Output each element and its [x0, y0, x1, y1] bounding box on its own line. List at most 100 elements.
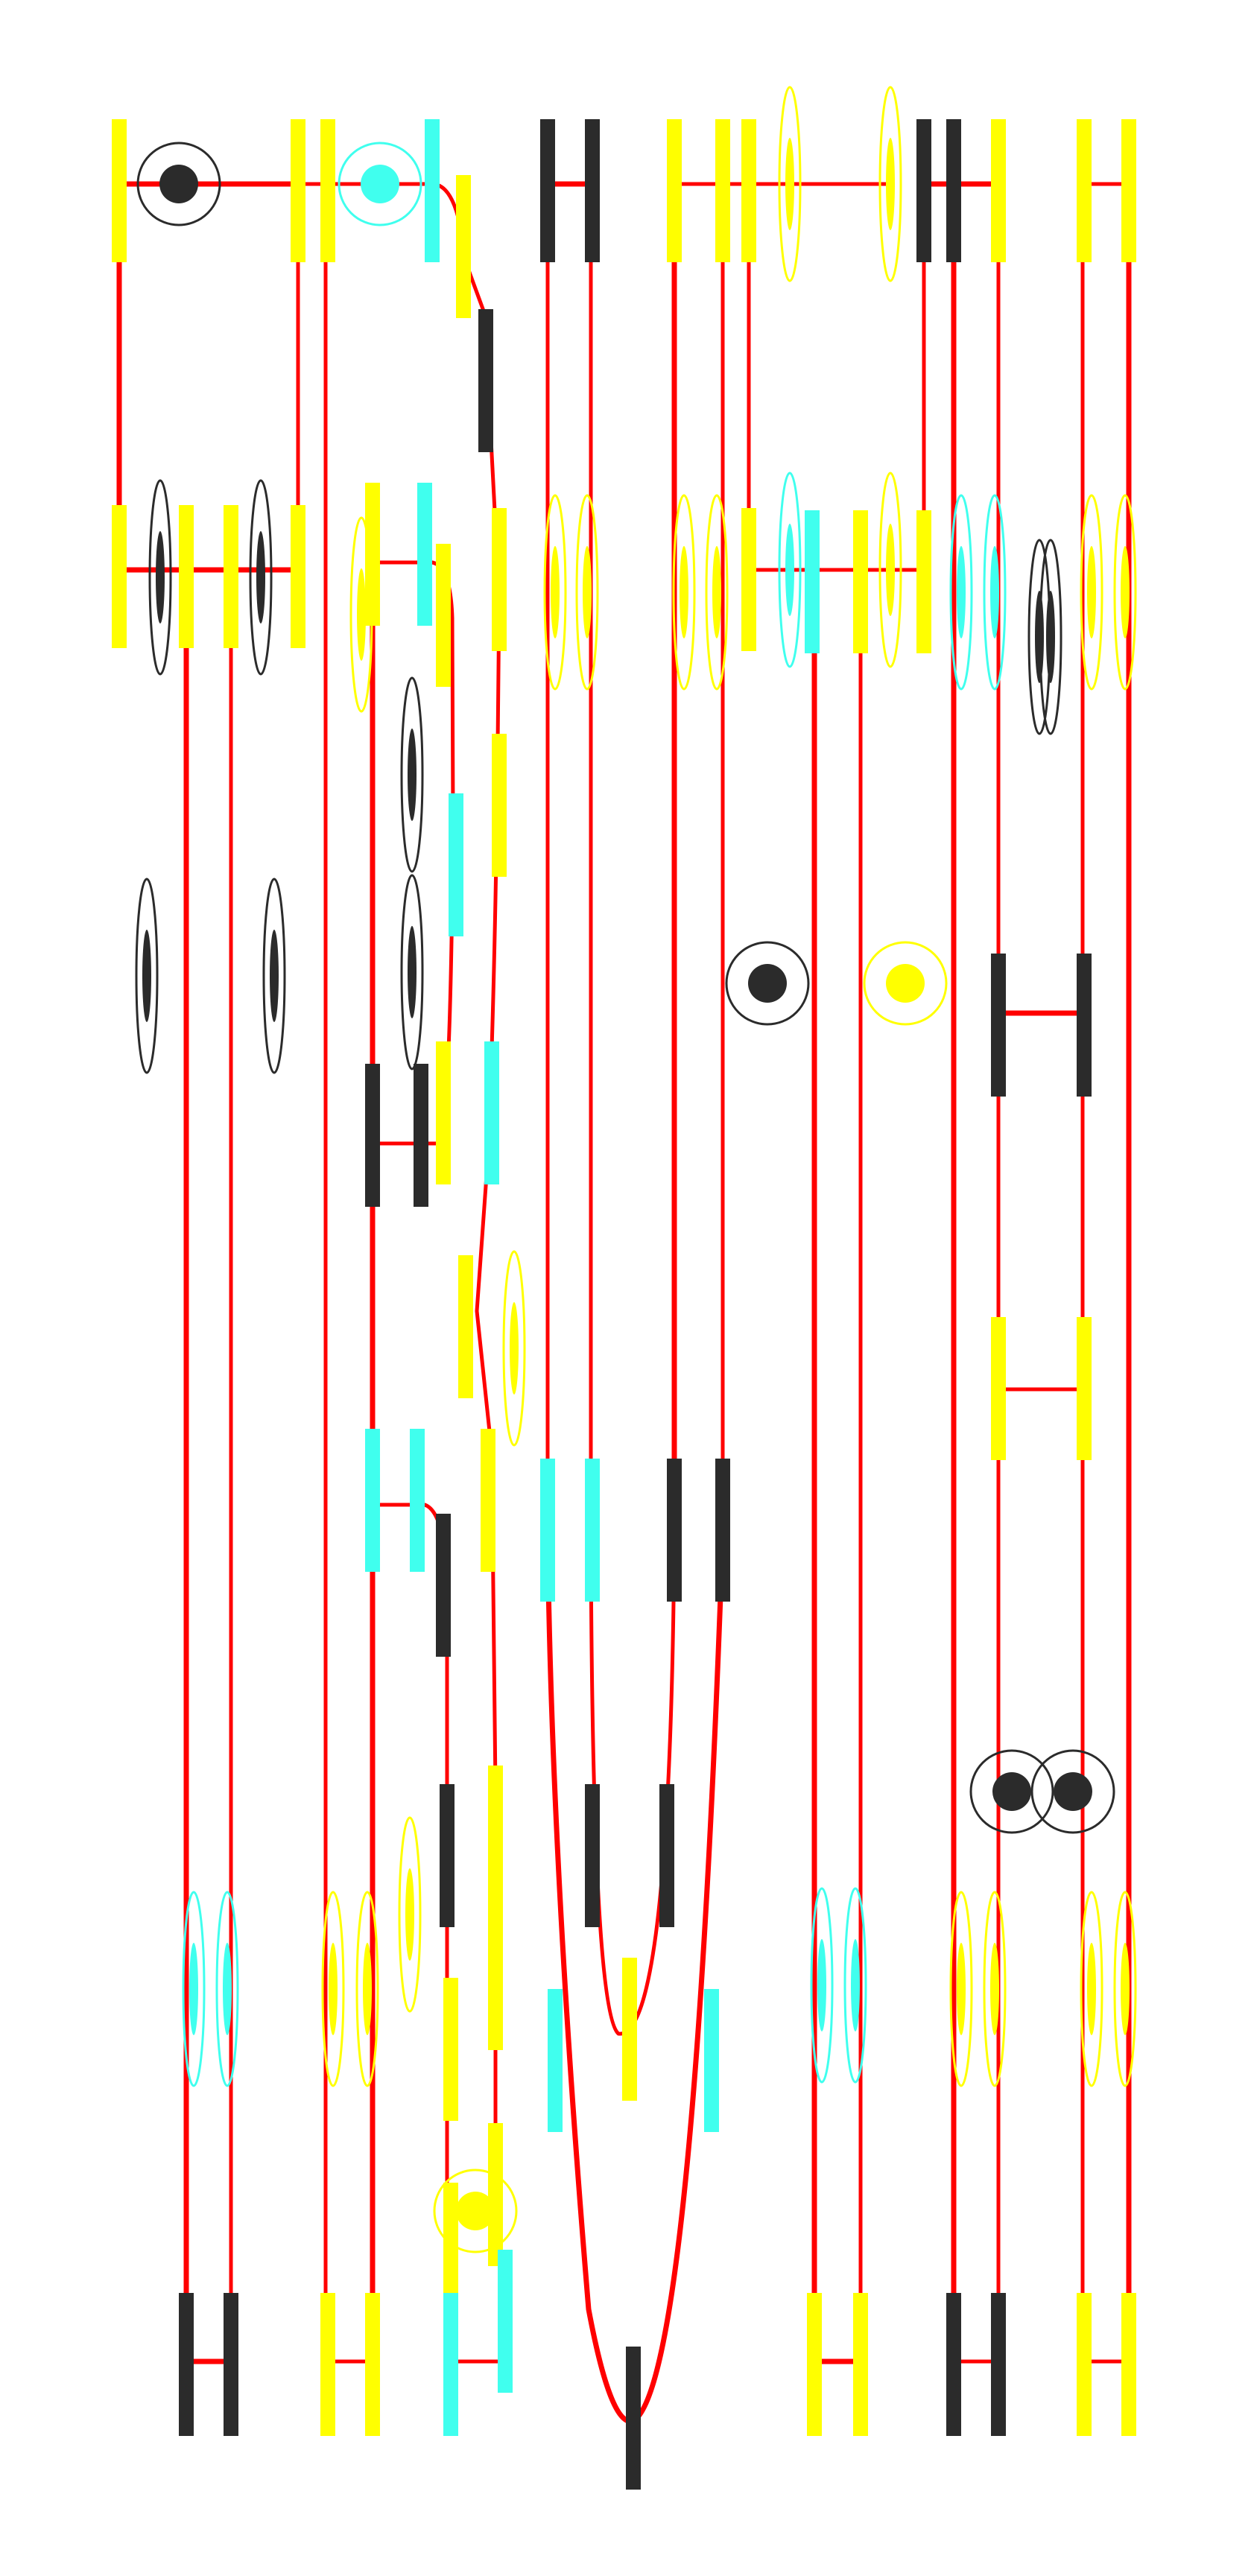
black-probe-core-3 — [156, 531, 165, 624]
yellow-probe-core-5 — [357, 568, 366, 661]
black-probe-core-20 — [142, 930, 151, 1022]
wire-34 — [545, 1532, 726, 2425]
yellow-probe-outline-31 — [983, 1891, 1007, 2087]
yellow-probe-outline-33 — [1113, 1891, 1137, 2087]
yellow-probe-outline-8 — [672, 494, 696, 691]
yellow-probe-core-7 — [583, 546, 592, 638]
yellow-probe-core-11 — [886, 524, 895, 616]
black-terminal-bar-69 — [991, 2293, 1006, 2436]
yellow-ring-marker-4 — [863, 941, 948, 1026]
yellow-terminal-bar-53 — [443, 1978, 458, 2121]
yellow-probe-outline-2 — [878, 86, 902, 282]
yellow-probe-outline-22 — [502, 1250, 526, 1447]
black-terminal-bar-36 — [1077, 954, 1092, 1097]
black-terminal-bar-31 — [365, 1064, 380, 1207]
black-probe-outline-3 — [148, 479, 172, 676]
black-terminal-bar-60 — [179, 2293, 194, 2436]
cyan-probe-core-23 — [189, 1943, 198, 2035]
yellow-probe-outline-6 — [543, 494, 567, 691]
yellow-terminal-bar-14 — [991, 119, 1006, 262]
yellow-terminal-bar-20 — [291, 505, 305, 648]
yellow-terminal-bar-58 — [488, 2123, 503, 2266]
black-probe-outline-4 — [249, 479, 273, 676]
black-probe-outline-18 — [400, 676, 424, 873]
cyan-probe-outline-10 — [778, 472, 802, 668]
yellow-probe-outline-25 — [321, 1891, 345, 2087]
yellow-terminal-bar-57 — [443, 2183, 458, 2326]
cyan-probe-outline-29 — [843, 1887, 867, 2084]
black-terminal-bar-65 — [626, 2347, 641, 2490]
yellow-terminal-bar-66 — [807, 2293, 822, 2436]
yellow-terminal-bar-71 — [1121, 2293, 1136, 2436]
yellow-probe-outline-26 — [355, 1891, 379, 2087]
yellow-probe-outline-7 — [575, 494, 599, 691]
yellow-probe-core-27 — [405, 1868, 414, 1961]
black-ring-dot-3 — [748, 964, 787, 1003]
yellow-probe-core-22 — [510, 1302, 519, 1395]
yellow-probe-outline-27 — [398, 1816, 422, 2013]
black-terminal-bar-6 — [478, 309, 493, 452]
cyan-terminal-bar-26 — [449, 793, 463, 936]
cyan-terminal-bar-41 — [365, 1429, 380, 1572]
yellow-terminal-bar-37 — [458, 1255, 473, 1398]
cyan-terminal-bar-56 — [704, 1989, 719, 2132]
cyan-terminal-bar-45 — [585, 1459, 600, 1602]
cyan-probe-core-24 — [223, 1943, 232, 2035]
cyan-terminal-bar-22 — [417, 483, 432, 626]
yellow-terminal-bar-15 — [1077, 119, 1092, 262]
yellow-terminal-bar-21 — [365, 483, 380, 626]
black-terminal-bar-43 — [436, 1514, 451, 1657]
yellow-terminal-bar-1 — [112, 119, 127, 262]
yellow-ring-dot-4 — [886, 964, 925, 1003]
black-ring-marker-3 — [725, 941, 810, 1026]
black-probe-core-15 — [1046, 591, 1055, 683]
yellow-terminal-bar-70 — [1077, 2293, 1092, 2436]
black-terminal-bar-13 — [946, 119, 961, 262]
yellow-terminal-bar-24 — [492, 508, 507, 651]
black-terminal-bar-7 — [540, 119, 555, 262]
cyan-probe-core-29 — [851, 1939, 860, 2031]
yellow-probe-outline-5 — [349, 516, 373, 713]
black-terminal-bar-47 — [715, 1459, 730, 1602]
yellow-probe-outline-30 — [949, 1891, 973, 2087]
cyan-terminal-bar-4 — [425, 119, 440, 262]
yellow-terminal-bar-5 — [456, 175, 471, 318]
cyan-probe-core-10 — [785, 524, 794, 616]
yellow-terminal-bar-2 — [291, 119, 305, 262]
yellow-terminal-bar-25 — [492, 734, 507, 877]
cyan-probe-core-12 — [957, 546, 966, 638]
yellow-probe-core-25 — [329, 1943, 338, 2035]
black-ring-marker-1 — [136, 142, 221, 226]
yellow-terminal-bar-49 — [488, 1766, 503, 1909]
yellow-probe-core-31 — [990, 1943, 999, 2035]
yellow-probe-outline-9 — [705, 494, 729, 691]
yellow-probe-core-17 — [1121, 546, 1130, 638]
cyan-terminal-bar-59 — [498, 2250, 513, 2393]
yellow-probe-core-33 — [1121, 1943, 1130, 2035]
black-terminal-bar-8 — [585, 119, 600, 262]
black-ring-dot-5 — [992, 1772, 1031, 1811]
yellow-terminal-bar-50 — [488, 1907, 503, 2050]
cyan-terminal-bar-64 — [443, 2293, 458, 2436]
black-terminal-bar-35 — [991, 954, 1006, 1097]
yellow-probe-outline-11 — [878, 472, 902, 668]
yellow-terminal-bar-67 — [853, 2293, 868, 2436]
black-terminal-bar-52 — [659, 1784, 674, 1927]
yellow-terminal-bar-10 — [715, 119, 730, 262]
black-probe-outline-15 — [1039, 539, 1062, 735]
black-terminal-bar-46 — [667, 1459, 682, 1602]
yellow-terminal-bar-18 — [179, 505, 194, 648]
yellow-terminal-bar-39 — [991, 1317, 1006, 1460]
yellow-probe-core-6 — [551, 546, 560, 638]
cyan-terminal-bar-28 — [805, 510, 820, 653]
black-ring-dot-1 — [159, 165, 198, 203]
black-terminal-bar-51 — [585, 1784, 600, 1927]
cyan-ring-dot-2 — [361, 165, 399, 203]
cyan-probe-outline-23 — [182, 1891, 206, 2087]
yellow-terminal-bar-33 — [436, 1041, 451, 1184]
yellow-terminal-bar-11 — [741, 119, 756, 262]
yellow-probe-core-9 — [712, 546, 721, 638]
yellow-terminal-bar-62 — [320, 2293, 335, 2436]
yellow-terminal-bar-30 — [916, 510, 931, 653]
yellow-terminal-bar-40 — [1077, 1317, 1092, 1460]
